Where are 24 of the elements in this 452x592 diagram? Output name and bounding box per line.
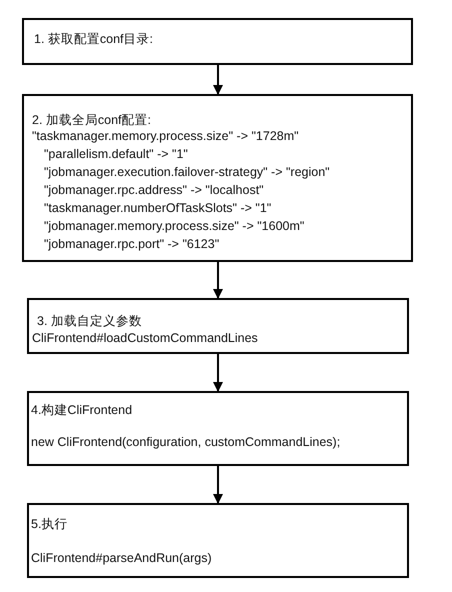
process-box [27,298,409,354]
config-line: "parallelism.default" -> "1" [44,147,188,162]
config-line: "taskmanager.numberOfTaskSlots" -> "1" [44,201,272,216]
config-line: "jobmanager.rpc.port" -> "6123" [44,237,220,252]
code-line: CliFrontend#parseAndRun(args) [31,551,212,566]
config-line: "jobmanager.memory.process.size" -> "1600m" [44,219,304,234]
step-heading: 4.构建CliFrontend [31,403,132,418]
code-line: CliFrontend#loadCustomCommandLines [32,331,258,346]
process-box [27,503,409,578]
process-box [27,391,409,466]
process-box [22,94,413,262]
config-line: "jobmanager.rpc.address" -> "localhost" [44,183,264,198]
arrow [213,466,223,504]
config-line: "taskmanager.memory.process.size" -> "1728m" [32,129,299,144]
arrow [213,262,223,299]
step-heading: 5.执行 [31,517,68,532]
arrow [213,354,223,392]
config-line: "jobmanager.execution.failover-strategy" -> "region" [44,165,330,180]
step-heading: 1. 获取配置conf目录: [34,32,153,47]
process-box [22,18,413,65]
step-heading: 2. 加载全局conf配置: [32,113,151,128]
step-heading: 3. 加载自定义参数 [37,314,142,329]
code-line: new CliFrontend(configuration, customCommandLines); [31,435,340,450]
arrow [213,65,223,95]
